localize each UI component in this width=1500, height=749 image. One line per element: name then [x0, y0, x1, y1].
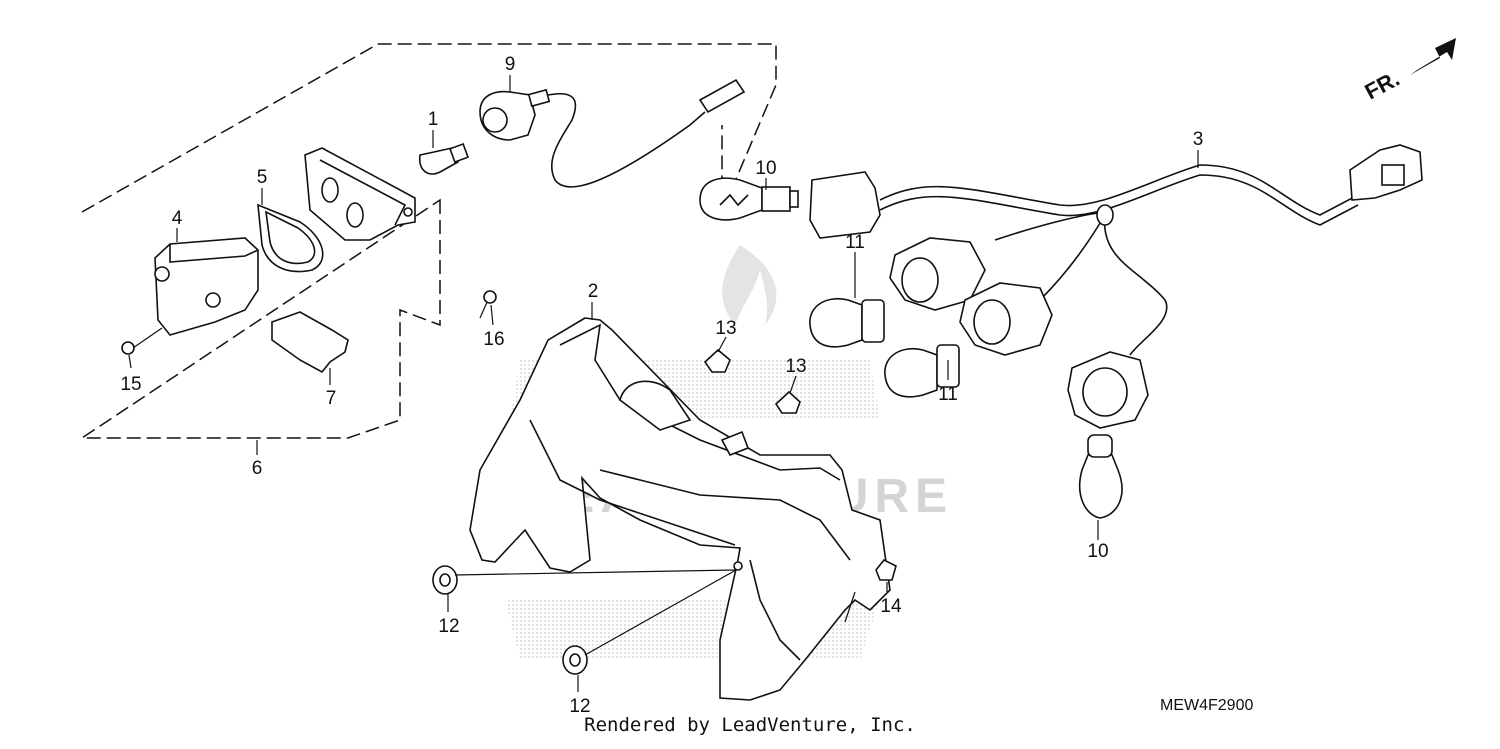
part-3-wire-harness[interactable] [879, 144, 1423, 356]
socket-11-a[interactable] [889, 237, 986, 311]
part-12-grommet-a[interactable] [432, 565, 458, 595]
license-lamp-case[interactable] [304, 147, 416, 241]
socket-11-b[interactable] [959, 282, 1053, 356]
part-5-gasket[interactable] [257, 203, 324, 273]
callout-15: 15 [120, 374, 141, 395]
callout-16: 16 [483, 329, 504, 350]
callout-2: 2 [588, 281, 599, 302]
leader-lines [128, 75, 1199, 692]
callout-4: 4 [172, 208, 183, 229]
part-10-bulb-top[interactable] [699, 177, 799, 221]
callout-11-bottom: 11 [938, 384, 958, 405]
callout-13-left: 13 [715, 318, 736, 339]
socket-top[interactable] [809, 171, 881, 239]
diagram-code: MEW4F2900 [1160, 697, 1254, 714]
callout-14: 14 [880, 596, 902, 617]
callout-3: 3 [1193, 129, 1204, 150]
part-13-nut-b[interactable] [774, 390, 801, 414]
part-1-license-bulb[interactable] [418, 143, 469, 175]
callout-13-right: 13 [785, 356, 806, 377]
callout-6: 6 [252, 458, 263, 479]
part-16-screw[interactable] [479, 290, 497, 319]
callout-labels: 1 2 3 4 5 6 7 9 10 10 11 11 12 12 13 13 … [120, 54, 1203, 717]
callout-5: 5 [257, 167, 268, 188]
part-9-socket-harness[interactable] [479, 78, 746, 188]
callout-12-bottom: 12 [569, 696, 590, 717]
part-13-nut-a[interactable] [703, 348, 731, 373]
callout-9: 9 [505, 54, 516, 75]
callout-1: 1 [428, 109, 439, 130]
part-7-bracket[interactable] [271, 311, 349, 374]
callout-10-bottom: 10 [1087, 541, 1108, 562]
front-label: FR. [1361, 66, 1404, 105]
part-10-bulb-bottom[interactable] [1078, 434, 1123, 519]
part-12-grommet-b[interactable] [562, 645, 588, 675]
part-14-clip[interactable] [875, 558, 897, 581]
callout-11-top: 11 [845, 232, 865, 253]
part-4-lens-cover[interactable] [154, 237, 259, 336]
part-11-bulb-a[interactable] [809, 298, 885, 348]
callout-12-left: 12 [438, 616, 459, 637]
callout-7: 7 [326, 388, 337, 409]
part-2-tail-light-housing[interactable] [469, 317, 891, 701]
footer-credit: Rendered by LeadVenture, Inc. [584, 714, 916, 736]
front-direction-indicator: FR. [1361, 38, 1456, 104]
part-15-screw[interactable] [121, 327, 163, 355]
callout-10-top: 10 [755, 158, 776, 179]
front-arrow-icon [1410, 38, 1456, 75]
